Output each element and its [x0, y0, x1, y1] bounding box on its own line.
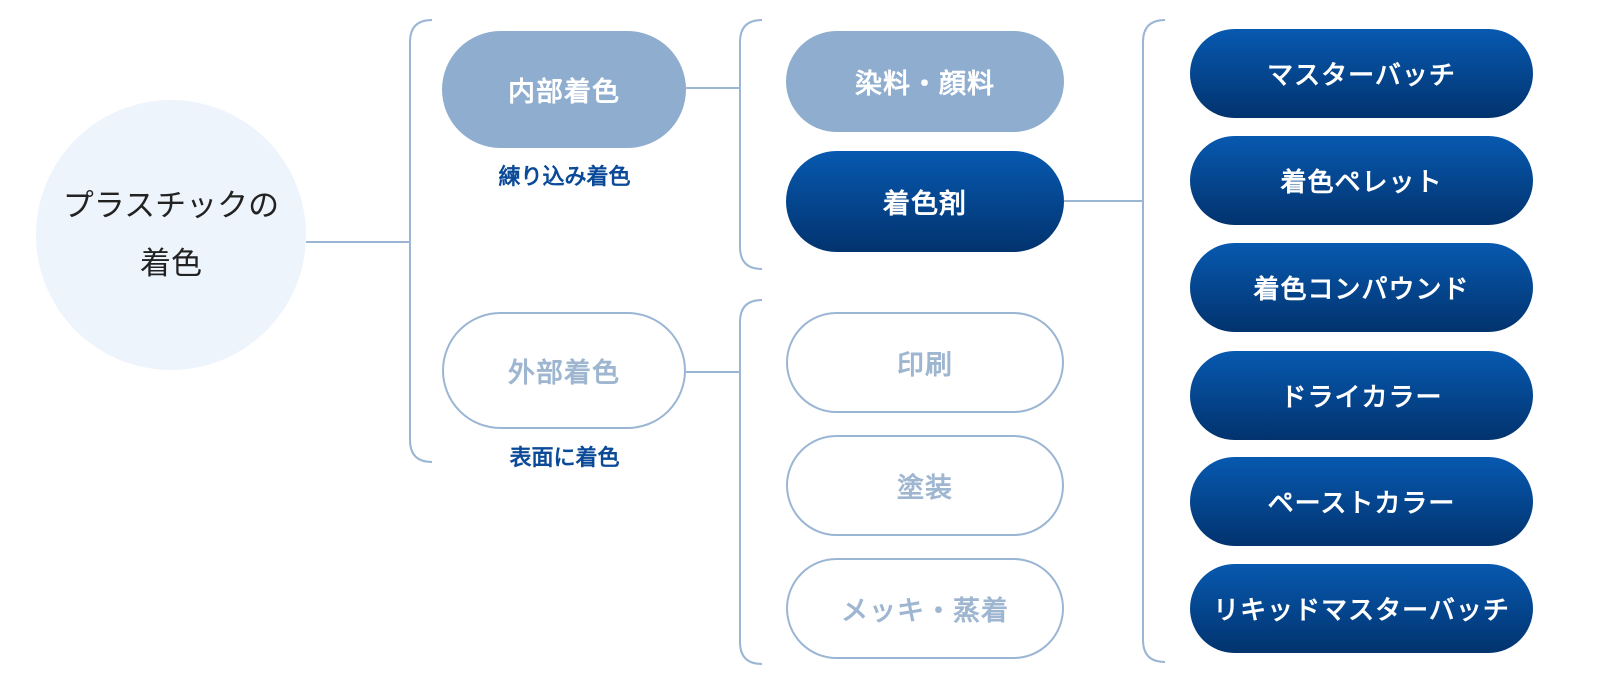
colorant-type-item: マスターバッチ — [1190, 29, 1533, 118]
colorant-type-label: 着色ペレット — [1280, 168, 1443, 198]
method-printing-label: 印刷 — [897, 350, 953, 381]
category-internal-sublabel: 練り込み着色 — [498, 165, 631, 190]
root-label-line1: プラスチックの — [62, 188, 280, 224]
method-painting-label: 塗装 — [897, 473, 953, 504]
method-painting: 塗装 — [786, 435, 1064, 536]
method-plating-deposition: メッキ・蒸着 — [786, 558, 1064, 659]
colorant-type-label: ペーストカラー — [1267, 489, 1456, 519]
colorant-type-item: 着色ペレット — [1190, 136, 1533, 225]
category-external-sublabel: 表面に着色 — [509, 446, 620, 471]
colorant-type-label: マスターバッチ — [1267, 61, 1456, 91]
method-printing: 印刷 — [786, 312, 1064, 413]
category-internal: 内部着色 — [442, 31, 686, 148]
bracket-categories — [409, 19, 433, 463]
colorant-type-label: 着色コンパウンド — [1253, 275, 1470, 305]
colorant-type-label: リキッドマスターバッチ — [1213, 596, 1510, 626]
method-plating-deposition-label: メッキ・蒸着 — [841, 596, 1009, 627]
colorant-type-label: ドライカラー — [1280, 383, 1443, 413]
bracket-internal — [739, 19, 763, 270]
colorant-type-item: ドライカラー — [1190, 351, 1533, 440]
method-colorant-label: 着色剤 — [883, 189, 967, 220]
bracket-external — [739, 299, 763, 665]
method-colorant: 着色剤 — [786, 151, 1064, 252]
category-internal-label: 内部着色 — [508, 77, 620, 108]
colorant-type-item: 着色コンパウンド — [1190, 243, 1533, 332]
method-dye-pigment-label: 染料・顔料 — [855, 69, 995, 100]
colorant-type-item: ペーストカラー — [1190, 457, 1533, 546]
category-external-label: 外部着色 — [508, 358, 620, 389]
category-external: 外部着色 — [442, 312, 686, 429]
colorant-type-item: リキッドマスターバッチ — [1190, 564, 1533, 653]
root-label-line2: 着色 — [140, 246, 202, 282]
method-dye-pigment: 染料・顔料 — [786, 31, 1064, 132]
bracket-colorants — [1142, 19, 1166, 663]
root-node: プラスチックの 着色 — [36, 100, 306, 370]
